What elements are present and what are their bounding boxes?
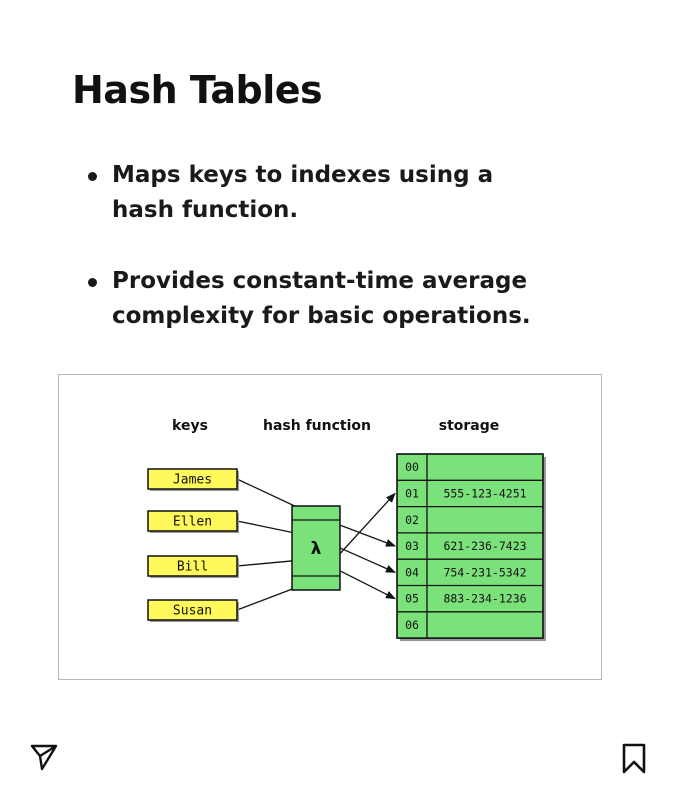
key-label: James <box>173 473 212 488</box>
storage-table <box>396 453 544 639</box>
storage-value: 621-236-7423 <box>443 539 526 553</box>
storage-index: 04 <box>405 565 419 579</box>
storage-header: storage <box>439 418 500 434</box>
bullet-dot-icon <box>88 172 97 181</box>
storage-index: 03 <box>405 539 419 553</box>
page-title: Hash Tables <box>72 68 323 112</box>
lambda-symbol: λ <box>311 539 322 559</box>
keys-header: keys <box>172 418 208 434</box>
key-label: Bill <box>177 560 208 575</box>
hash-function-header: hash function <box>263 418 371 434</box>
key-box <box>147 599 238 621</box>
bullet-dot-icon <box>88 278 97 287</box>
key-box <box>147 555 238 577</box>
bullet-item: Maps keys to indexes using a hash functi… <box>86 158 556 228</box>
key-label: Ellen <box>173 515 212 530</box>
storage-value: 883-234-1236 <box>443 592 526 606</box>
storage-index: 06 <box>405 618 419 632</box>
storage-index: 01 <box>405 486 419 500</box>
bullet-text: Provides constant-time average complexit… <box>112 268 531 329</box>
bullet-text: Maps keys to indexes using a hash functi… <box>112 162 494 223</box>
storage-value: 555-123-4251 <box>443 486 526 500</box>
storage-index: 00 <box>405 460 419 474</box>
bookmark-icon[interactable] <box>620 743 648 775</box>
key-label: Susan <box>173 604 212 619</box>
storage-index: 05 <box>405 592 419 606</box>
storage-value: 754-231-5342 <box>443 565 526 579</box>
bullet-list: Maps keys to indexes using a hash functi… <box>86 158 556 370</box>
key-box <box>147 468 238 490</box>
hash-table-diagram-svg: keys hash function storageJamesEllenBillSu… <box>147 418 546 642</box>
storage-index: 02 <box>405 513 419 527</box>
key-box <box>147 510 238 532</box>
bullet-item: Provides constant-time average complexit… <box>86 264 556 334</box>
send-icon[interactable] <box>30 743 58 771</box>
